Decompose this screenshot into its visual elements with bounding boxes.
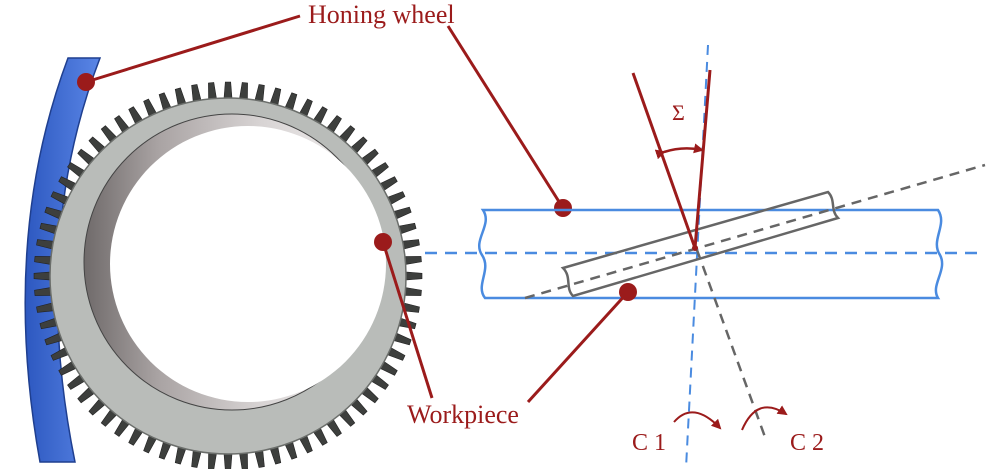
sigma-label: Σ [672,100,685,125]
leader-workpiece-right [526,290,630,404]
sigma-line-left [631,72,697,249]
leader-dot-honing-left [77,73,95,91]
honing-wheel-callout: Honing wheel [77,0,572,217]
c1-axis [685,44,709,469]
c2-rotation-arrow [741,405,788,431]
sigma-arc [654,143,704,160]
gear-illustration [24,57,423,469]
workpiece-label: Workpiece [407,400,519,429]
c1-label: C 1 [632,430,666,456]
c1-rotation-arrow [673,411,722,430]
workpiece-axis [524,163,986,300]
c2-label: C 2 [790,430,824,456]
leader-dot-honing-right [554,199,572,217]
sigma-vertex [692,245,698,251]
workpiece-callout: Workpiece [374,233,637,429]
honing-wheel-body [478,208,944,300]
sigma-line-right [693,69,712,249]
schematic: Σ C 1 C 2 [425,44,986,469]
gear-teeth [33,81,423,469]
leader-dot-workpiece-right [619,283,637,301]
c2-axis [695,249,767,438]
gear-bore-hole [110,126,386,402]
leader-workpiece-left [381,241,434,399]
leader-honing-right [446,25,565,209]
honing-wheel-label: Honing wheel [308,0,455,29]
leader-honing-left [85,14,301,84]
workpiece-body [560,190,841,298]
leader-dot-workpiece-left [374,233,392,251]
